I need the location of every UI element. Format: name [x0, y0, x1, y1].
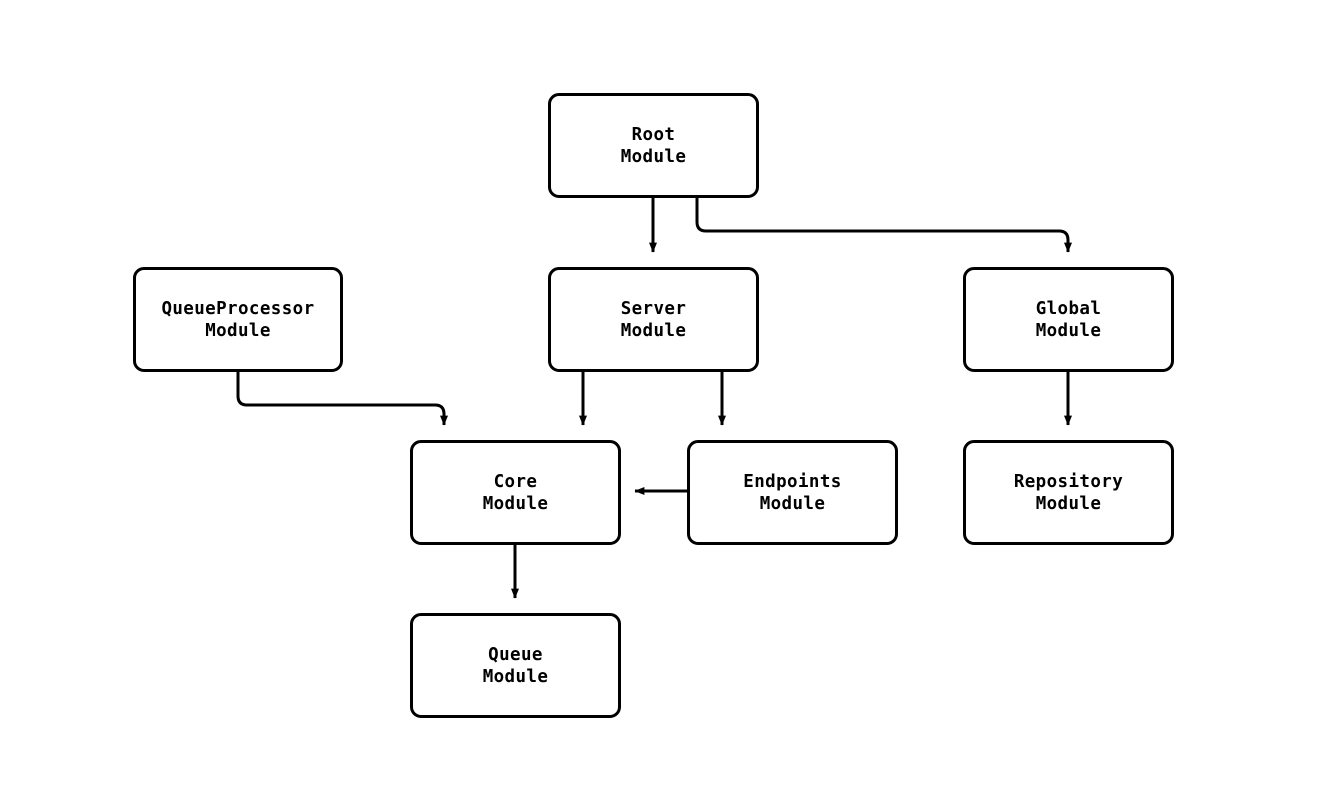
node-root-title: Root: [631, 124, 676, 145]
node-queue[interactable]: Queue Module: [410, 613, 621, 718]
node-core-subtitle: Module: [482, 493, 549, 514]
node-core-title: Core: [493, 471, 538, 492]
node-queue-title: Queue: [488, 644, 543, 665]
node-endpoints-subtitle: Module: [759, 493, 826, 514]
node-repository-subtitle: Module: [1035, 493, 1102, 514]
node-repository-title: Repository: [1013, 471, 1124, 492]
node-global-subtitle: Module: [1035, 320, 1102, 341]
node-queueprocessor[interactable]: QueueProcessor Module: [133, 267, 343, 372]
edge-root-to-global: [695, 198, 1072, 253]
node-root-subtitle: Module: [620, 146, 687, 167]
node-server-subtitle: Module: [620, 320, 687, 341]
node-global[interactable]: Global Module: [963, 267, 1174, 372]
node-queue-subtitle: Module: [482, 666, 549, 687]
node-endpoints-title: Endpoints: [743, 471, 842, 492]
node-server[interactable]: Server Module: [548, 267, 759, 372]
node-global-title: Global: [1035, 298, 1102, 319]
edge-queueprocessor-to-core: [236, 372, 448, 426]
node-endpoints[interactable]: Endpoints Module: [687, 440, 898, 545]
node-root[interactable]: Root Module: [548, 93, 759, 198]
node-queueprocessor-subtitle: Module: [205, 320, 271, 341]
node-server-title: Server: [620, 298, 687, 319]
node-core[interactable]: Core Module: [410, 440, 621, 545]
node-repository[interactable]: Repository Module: [963, 440, 1174, 545]
node-queueprocessor-title: QueueProcessor: [161, 298, 315, 319]
